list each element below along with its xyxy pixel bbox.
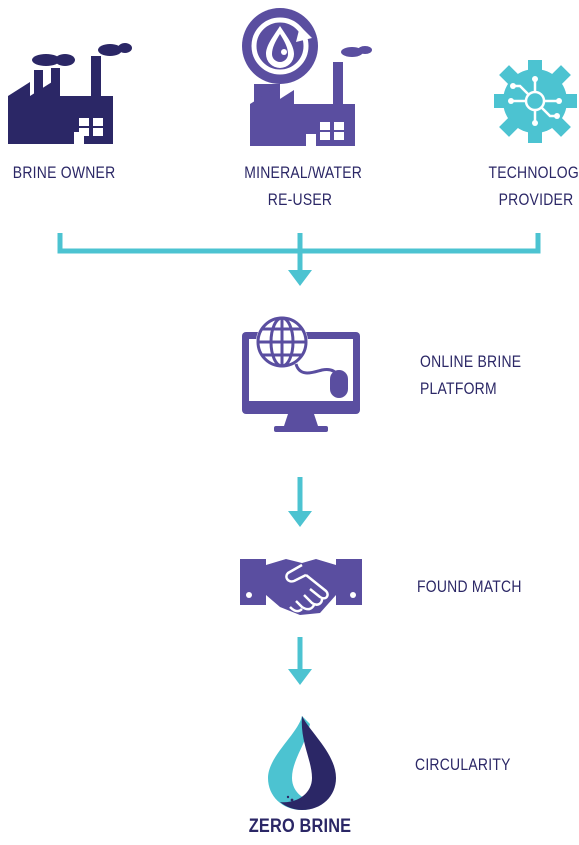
arrow-down-3 <box>288 669 312 685</box>
water-recycle-factory-icon <box>242 8 372 146</box>
arrow-down-1 <box>288 270 312 286</box>
circularity-label: CIRCULARITY <box>415 755 511 774</box>
found-match-label: FOUND MATCH <box>417 577 522 596</box>
zero-brine-drop-logo <box>268 716 336 810</box>
tech-provider-label: TECHNOLOGY PROVIDER <box>488 163 579 209</box>
factory-icon <box>8 43 132 144</box>
gear-circuit-icon <box>494 60 577 143</box>
computer-globe-icon <box>242 316 360 432</box>
handshake-icon <box>240 559 362 615</box>
arrow-down-2 <box>288 511 312 527</box>
zero-brine-logo-text: ZERO BRINE <box>248 816 352 837</box>
brine-owner-label: BRINE OWNER <box>12 163 116 182</box>
online-brine-platform-label: ONLINE BRINE PLATFORM <box>420 352 522 398</box>
reuser-label: MINERAL/WATER RE-USER <box>244 163 363 209</box>
